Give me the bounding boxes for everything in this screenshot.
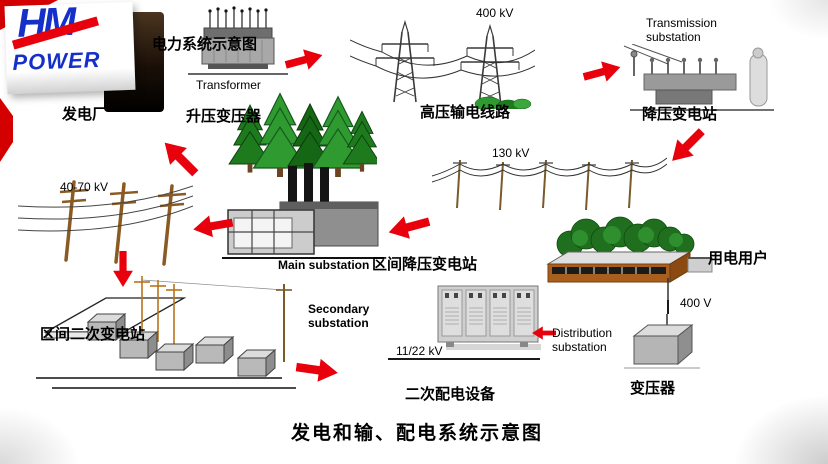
flow-arrow-130kv-to-main-substation: [385, 209, 432, 245]
lv-transformer-illustration: [624, 314, 700, 369]
pole-wires: [18, 185, 193, 232]
hm-power-logo: HM POWER: [4, 0, 174, 120]
flow-arrow-lines-to-substation: [581, 55, 624, 88]
label-130kv: 130 kV: [492, 146, 530, 160]
red-edge-left: [0, 98, 13, 162]
line-130kv-illustration: [432, 157, 667, 211]
label-400v: 400 V: [680, 296, 712, 310]
flow-arrow-transformer-to-lines: [283, 43, 326, 76]
page-curl-top-right: [768, 0, 828, 40]
label-district-step-down: 区间降压变电站: [372, 256, 478, 273]
line-400v: [667, 300, 669, 314]
step-up-transformer-illustration: [188, 6, 288, 75]
page-curl-bottom-right: [733, 394, 828, 464]
flow-arrow-poles-to-secondary: [111, 251, 135, 287]
logo-page-curl: [6, 67, 136, 95]
round-tower: [749, 53, 768, 107]
label-district-secondary: 区间二次变电站: [40, 326, 146, 343]
secondary-substation-yard-illustration: [36, 276, 296, 389]
label-main-substation: Main substation: [278, 258, 370, 272]
main-title: 发电和输、配电系统示意图: [291, 423, 544, 444]
label-transformer-cn: 变压器: [630, 380, 676, 397]
page-curl-bottom-left: [0, 406, 80, 464]
chimneys: [288, 163, 329, 202]
label-power-plant: 发电厂: [62, 106, 108, 123]
bushes: [474, 96, 532, 109]
cabinet-panels: [441, 289, 535, 337]
line-poles: [456, 159, 633, 211]
label-power-users: 用电用户: [708, 250, 769, 267]
flow-arrow-main-substation-to-poles: [191, 211, 235, 242]
label-transmission-substation: Transmission substation: [646, 16, 717, 45]
transmission-substation-illustration: [623, 44, 774, 111]
logo-card: HM POWER: [4, 0, 136, 95]
wood-poles: [64, 180, 174, 266]
catenary-wires: [350, 39, 535, 79]
line-11-22kv: [388, 358, 540, 360]
equipment-cubes: [86, 312, 277, 378]
label-transformer-en: Transformer: [196, 78, 261, 92]
label-hv-lines: 高压输电线路: [420, 104, 511, 121]
flow-arrow-secondary-to-11-22kv: [294, 354, 339, 386]
lattice-tower-1: [375, 19, 435, 103]
transmission-towers-illustration: [350, 19, 535, 109]
users-houses-illustration: [546, 216, 713, 300]
line-wires: [432, 157, 667, 183]
poles-40-70kv-illustration: [18, 180, 193, 266]
label-11-22kv: 11/22 kV: [396, 344, 443, 358]
transformer-bushings: [209, 9, 267, 28]
label-step-up-transformer: 升压变压器: [186, 108, 262, 125]
lattice-tower-2: [460, 23, 520, 107]
label-secondary-distribution: 二次配电设备: [405, 386, 496, 403]
label-400kv: 400 kV: [476, 6, 514, 20]
incoming-wires: [623, 44, 683, 65]
flow-arrow-substation-to-130kv: [663, 122, 711, 170]
insulator-posts: [651, 62, 717, 74]
label-secondary-substation: Secondary substation: [308, 302, 370, 331]
main-substation-illustration: [222, 163, 384, 259]
label-step-down-substation: 降压变电站: [642, 106, 718, 123]
label-system-schematic: 电力系统示意图: [152, 36, 258, 53]
flow-arrow-plant-to-transformer: [155, 133, 204, 182]
label-40-70kv: 40-70 kV: [60, 180, 109, 194]
house-roof: [546, 251, 692, 265]
flow-arrow-distribution-to-cabinet: [532, 325, 556, 341]
label-distribution-substation: Distribution substation: [552, 326, 613, 355]
distribution-cabinet-illustration: [437, 285, 541, 350]
